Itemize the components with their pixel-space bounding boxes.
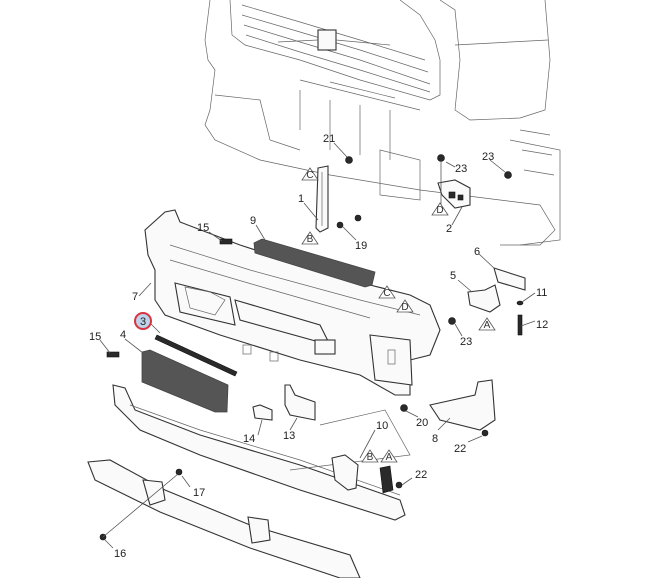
part-label-15: 15	[89, 331, 101, 343]
grille-part-9	[253, 238, 376, 288]
nut-17-icon	[175, 468, 183, 476]
part-label-17: 17	[193, 487, 205, 499]
leader-lines	[99, 142, 536, 549]
part-label-5: 5	[450, 270, 456, 282]
svg-text:C: C	[383, 288, 390, 299]
bolt-12-icon	[517, 314, 523, 336]
part-label-13: 13	[283, 430, 295, 442]
part-label-10: 10	[376, 420, 388, 432]
svg-text:A: A	[484, 320, 491, 331]
part-label-23: 23	[455, 163, 467, 175]
ref-marker-a: A	[380, 449, 398, 463]
ref-marker-b: B	[301, 231, 319, 245]
ref-marker-a: A	[478, 317, 496, 331]
bracket-part-2	[437, 179, 471, 209]
part-label-6: 6	[474, 246, 480, 258]
ref-marker-d: D	[431, 202, 449, 216]
part-label-22: 22	[415, 469, 427, 481]
svg-text:D: D	[436, 205, 443, 216]
svg-text:A: A	[386, 452, 393, 463]
part-label-19: 19	[355, 240, 367, 252]
bolt-19-icon	[354, 214, 362, 222]
nut-20-icon	[400, 404, 408, 412]
ref-marker-c: C	[301, 167, 319, 181]
part-label-21: 21	[323, 133, 335, 145]
ref-marker-b: B	[361, 449, 379, 463]
part-label-20: 20	[416, 417, 428, 429]
cover-part-14	[252, 404, 273, 421]
bumper-shell-part-7	[144, 209, 441, 396]
screw-22-icon	[481, 429, 489, 437]
part-label-4: 4	[120, 329, 126, 341]
highlighted-part-3-callout[interactable]: 3	[134, 312, 152, 330]
ref-marker-c: C	[378, 285, 396, 299]
screw-15-icon	[106, 351, 120, 358]
washer-19-icon	[336, 221, 344, 229]
svg-text:D: D	[401, 302, 408, 313]
part-label-7: 7	[132, 291, 138, 303]
clip-part-10	[379, 465, 394, 494]
part-label-2: 2	[446, 223, 452, 235]
side-cover-part-8	[429, 379, 496, 431]
bracket-part-5	[467, 284, 501, 313]
part-label-8: 8	[432, 433, 438, 445]
part-label-3: 3	[140, 316, 146, 328]
bolt-23-icon	[504, 171, 512, 179]
part-label-16: 16	[114, 548, 126, 560]
bracket-part-10	[331, 454, 359, 491]
lower-grille-part-4	[141, 349, 229, 413]
svg-text:B: B	[307, 234, 314, 245]
part-label-12: 12	[536, 319, 548, 331]
trim-strip-part-3	[154, 334, 238, 377]
volvo-badge	[317, 29, 337, 51]
nut-23-icon	[448, 317, 456, 325]
bracket-part-6	[493, 267, 526, 291]
ref-marker-d: D	[396, 299, 414, 313]
svg-text:B: B	[367, 452, 374, 463]
part-label-14: 14	[243, 433, 255, 445]
truck-cab-drawing	[204, 0, 561, 246]
part-label-23: 23	[482, 151, 494, 163]
svg-text:C: C	[306, 170, 313, 181]
bracket-part-13	[284, 384, 316, 421]
part-labels: 1 2 4 5 6 7 8 9 10 11 12 13 14 15 15 16 …	[89, 133, 548, 560]
part-label-11: 11	[536, 287, 547, 299]
part-label-9: 9	[250, 215, 256, 227]
screw-21-icon	[345, 156, 353, 164]
part-label-22: 22	[454, 443, 466, 455]
screw-15-icon	[219, 238, 233, 245]
part-label-23: 23	[460, 336, 472, 348]
reference-markers: C B D C D A B A	[301, 167, 496, 463]
bracket-part-1	[315, 165, 329, 233]
part-label-1: 1	[298, 193, 304, 205]
bolt-23-icon	[437, 154, 445, 162]
part-label-15: 15	[197, 222, 209, 234]
washer-11-icon	[516, 300, 524, 306]
screw-22-icon	[395, 481, 403, 489]
